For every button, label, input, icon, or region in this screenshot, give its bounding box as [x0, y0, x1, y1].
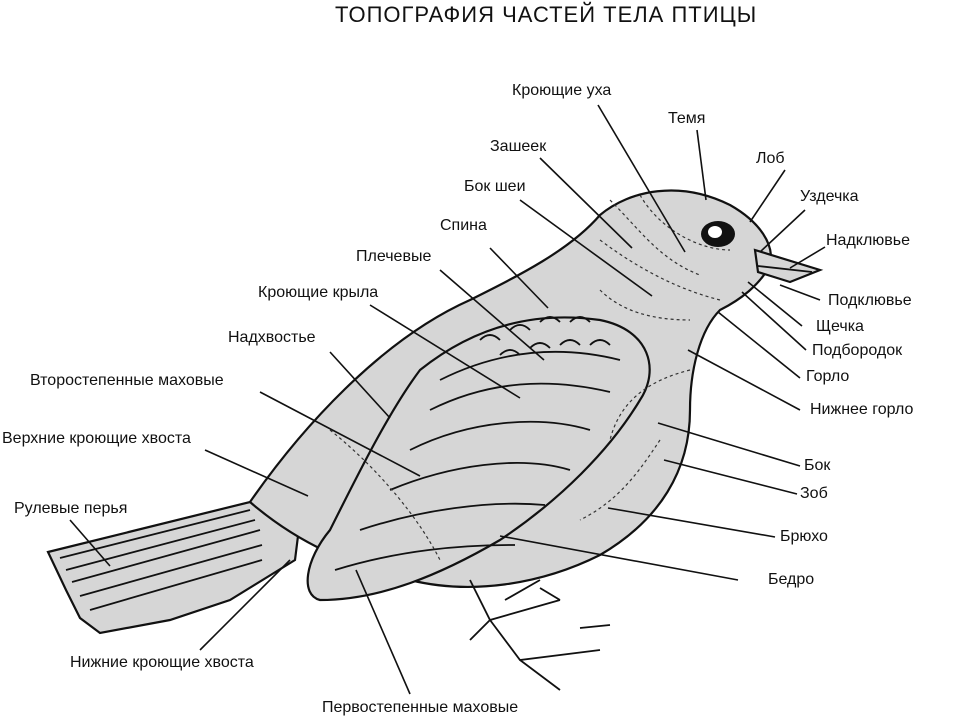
label-wing-coverts: Кроющие крыла [258, 284, 379, 301]
label-throat: Горло [806, 368, 850, 385]
label-lore: Уздечка [800, 188, 859, 205]
label-crop: Зоб [800, 485, 828, 502]
title-text: ТОПОГРАФИЯ ЧАСТЕЙ ТЕЛА ПТИЦЫ [335, 2, 758, 27]
label-lower-throat: Нижнее горло [810, 401, 914, 418]
label-flank: Бок [804, 457, 831, 474]
label-belly: Брюхо [780, 528, 828, 545]
label-under-tail-coverts: Нижние кроющие хвоста [70, 654, 254, 671]
label-scapulars: Плечевые [356, 248, 432, 265]
label-ear-coverts: Кроющие уха [512, 82, 612, 99]
label-rump: Надхвостье [228, 329, 316, 346]
diagram-title: ТОПОГРАФИЯ ЧАСТЕЙ ТЕЛА ПТИЦЫ [0, 0, 960, 40]
label-upper-mandible: Надклювье [826, 232, 911, 249]
bird-tail [46, 500, 302, 635]
label-back: Спина [440, 217, 487, 234]
label-neck-side: Бок шеи [464, 178, 526, 195]
label-cheek: Щечка [816, 318, 864, 335]
label-lower-mandible: Подклювье [828, 292, 912, 309]
label-crown: Темя [668, 110, 706, 127]
bird-wing [306, 316, 651, 602]
label-chin: Подбородок [812, 342, 903, 359]
label-nape: Зашеек [490, 138, 547, 155]
bird-legs [469, 579, 611, 691]
label-upper-tail-coverts: Верхние кроющие хвоста [2, 430, 191, 447]
label-tail-feathers: Рулевые перья [14, 500, 128, 517]
label-thigh: Бедро [768, 571, 815, 588]
leader-lines [69, 104, 826, 695]
label-forehead: Лоб [756, 150, 785, 167]
label-primaries: Первостепенные маховые [322, 699, 519, 716]
label-secondaries: Второстепенные маховые [30, 372, 224, 389]
